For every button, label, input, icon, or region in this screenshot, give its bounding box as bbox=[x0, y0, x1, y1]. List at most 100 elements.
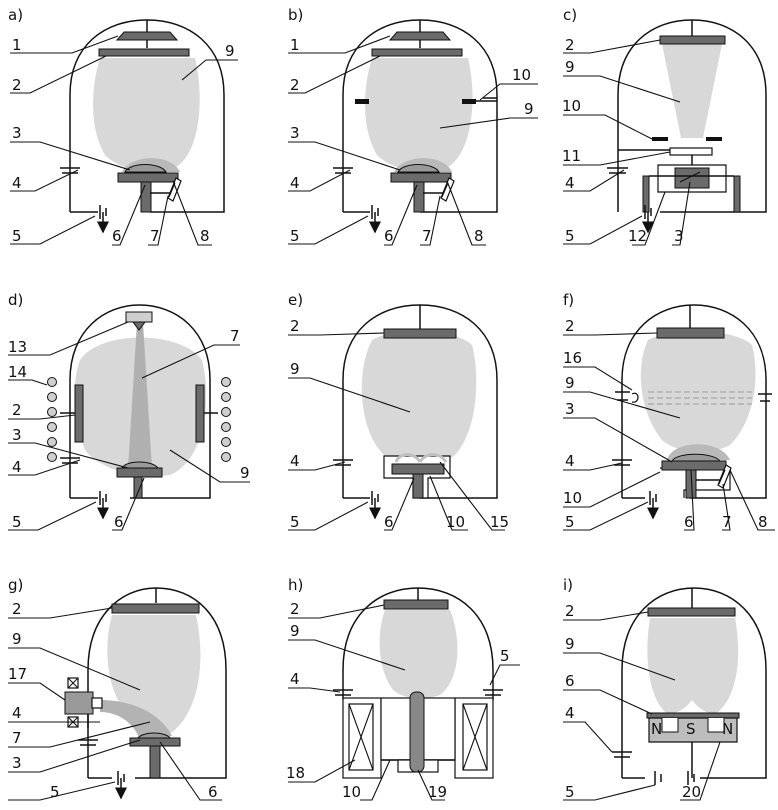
panel-d: d) bbox=[8, 291, 250, 531]
callout-4: 4 bbox=[12, 458, 22, 476]
callout-9: 9 bbox=[565, 58, 575, 76]
panel-label: h) bbox=[288, 576, 303, 594]
magnet-gaps bbox=[661, 718, 725, 733]
plasma-cloud bbox=[379, 610, 458, 699]
crucible bbox=[117, 172, 179, 183]
electrode bbox=[706, 137, 722, 141]
magnet-coil bbox=[348, 703, 488, 771]
callout-6: 6 bbox=[208, 783, 218, 801]
substrate-holder bbox=[388, 31, 452, 41]
panel-h: h) 2 9 4 5 1 bbox=[286, 576, 520, 801]
laser-beams bbox=[648, 391, 752, 405]
rod-cathode bbox=[409, 691, 425, 773]
holder-stem bbox=[149, 745, 161, 779]
callout-5: 5 bbox=[565, 513, 575, 531]
panel-e: e) 2 9 4 5 6 10 15 bbox=[288, 291, 509, 531]
callout-7: 7 bbox=[722, 513, 732, 531]
plasma-cloud bbox=[647, 618, 739, 714]
callout-9: 9 bbox=[225, 42, 235, 60]
callout-leaders bbox=[288, 604, 520, 801]
callout-3: 3 bbox=[12, 124, 22, 142]
electron-gun bbox=[717, 464, 732, 489]
callout-18: 18 bbox=[286, 764, 305, 782]
cathode-target bbox=[391, 463, 445, 475]
callout-7: 7 bbox=[230, 327, 240, 345]
vacuum-chamber bbox=[621, 304, 767, 499]
plasma-beam bbox=[662, 44, 722, 138]
callout-9: 9 bbox=[565, 635, 575, 653]
substrate bbox=[647, 607, 736, 617]
callout-2: 2 bbox=[12, 76, 22, 94]
crucible-stem bbox=[140, 181, 152, 213]
magnet-coil bbox=[642, 175, 650, 213]
callout-8: 8 bbox=[200, 227, 210, 245]
laser-window bbox=[125, 311, 153, 323]
induction-coil bbox=[47, 377, 231, 462]
callout-4: 4 bbox=[290, 670, 300, 688]
callout-6: 6 bbox=[384, 513, 394, 531]
panel-label: g) bbox=[8, 576, 23, 594]
callout-5: 5 bbox=[50, 783, 60, 801]
callout-2: 2 bbox=[565, 317, 575, 335]
callout-leaders bbox=[563, 332, 775, 531]
electron-gun bbox=[440, 177, 455, 202]
callout-10: 10 bbox=[562, 97, 581, 115]
electrode bbox=[355, 99, 369, 104]
callout-3: 3 bbox=[565, 400, 575, 418]
panel-f: f) bbox=[563, 291, 775, 531]
callout-3: 3 bbox=[12, 426, 22, 444]
callout-4: 4 bbox=[565, 452, 575, 470]
electrode bbox=[652, 137, 668, 141]
callout-6: 6 bbox=[384, 227, 394, 245]
callout-9: 9 bbox=[290, 622, 300, 640]
side-electrode bbox=[74, 384, 84, 443]
plasma-cloud bbox=[361, 331, 477, 465]
panel-label: c) bbox=[563, 6, 577, 24]
callout-7: 7 bbox=[422, 227, 432, 245]
callout-13: 13 bbox=[8, 338, 27, 356]
callout-leaders bbox=[288, 35, 538, 246]
callout-5: 5 bbox=[290, 227, 300, 245]
panel-i: i) N S N 2 9 6 4 5 20 bbox=[563, 576, 767, 801]
panel-g: g) 2 bbox=[8, 576, 227, 801]
callout-1: 1 bbox=[290, 36, 300, 54]
target-holder bbox=[129, 737, 181, 747]
callout-20: 20 bbox=[682, 783, 701, 801]
callout-3: 3 bbox=[12, 754, 22, 772]
callout-9: 9 bbox=[290, 360, 300, 378]
side-electrode bbox=[195, 384, 205, 443]
callout-4: 4 bbox=[290, 174, 300, 192]
grid-electrode bbox=[669, 147, 713, 156]
target-holder bbox=[116, 467, 163, 478]
callout-19: 19 bbox=[428, 783, 447, 801]
panel-label: b) bbox=[288, 6, 303, 24]
holder-stem bbox=[133, 476, 143, 499]
callout-10: 10 bbox=[512, 66, 531, 84]
substrate bbox=[383, 599, 449, 610]
callout-2: 2 bbox=[290, 317, 300, 335]
callout-11: 11 bbox=[562, 147, 581, 165]
panel-label: d) bbox=[8, 291, 23, 309]
callout-4: 4 bbox=[12, 174, 22, 192]
callout-4: 4 bbox=[12, 704, 22, 722]
callout-10: 10 bbox=[342, 783, 361, 801]
panel-label: i) bbox=[563, 576, 573, 594]
callout-leaders bbox=[288, 332, 505, 531]
callout-5: 5 bbox=[290, 513, 300, 531]
callout-16: 16 bbox=[563, 349, 582, 367]
discharge-jets bbox=[394, 453, 448, 463]
substrate bbox=[383, 328, 457, 339]
callout-1: 1 bbox=[12, 36, 22, 54]
callout-3: 3 bbox=[290, 124, 300, 142]
magnet-pole-n2: N bbox=[722, 720, 733, 738]
callout-7: 7 bbox=[12, 729, 22, 747]
crucible bbox=[390, 172, 452, 183]
callout-leaders bbox=[563, 611, 721, 801]
callout-12: 12 bbox=[628, 227, 647, 245]
magnet-coil bbox=[733, 175, 741, 213]
laser-beam bbox=[128, 323, 152, 468]
vacuum-chamber bbox=[69, 304, 211, 499]
callout-6: 6 bbox=[565, 672, 575, 690]
callout-8: 8 bbox=[474, 227, 484, 245]
